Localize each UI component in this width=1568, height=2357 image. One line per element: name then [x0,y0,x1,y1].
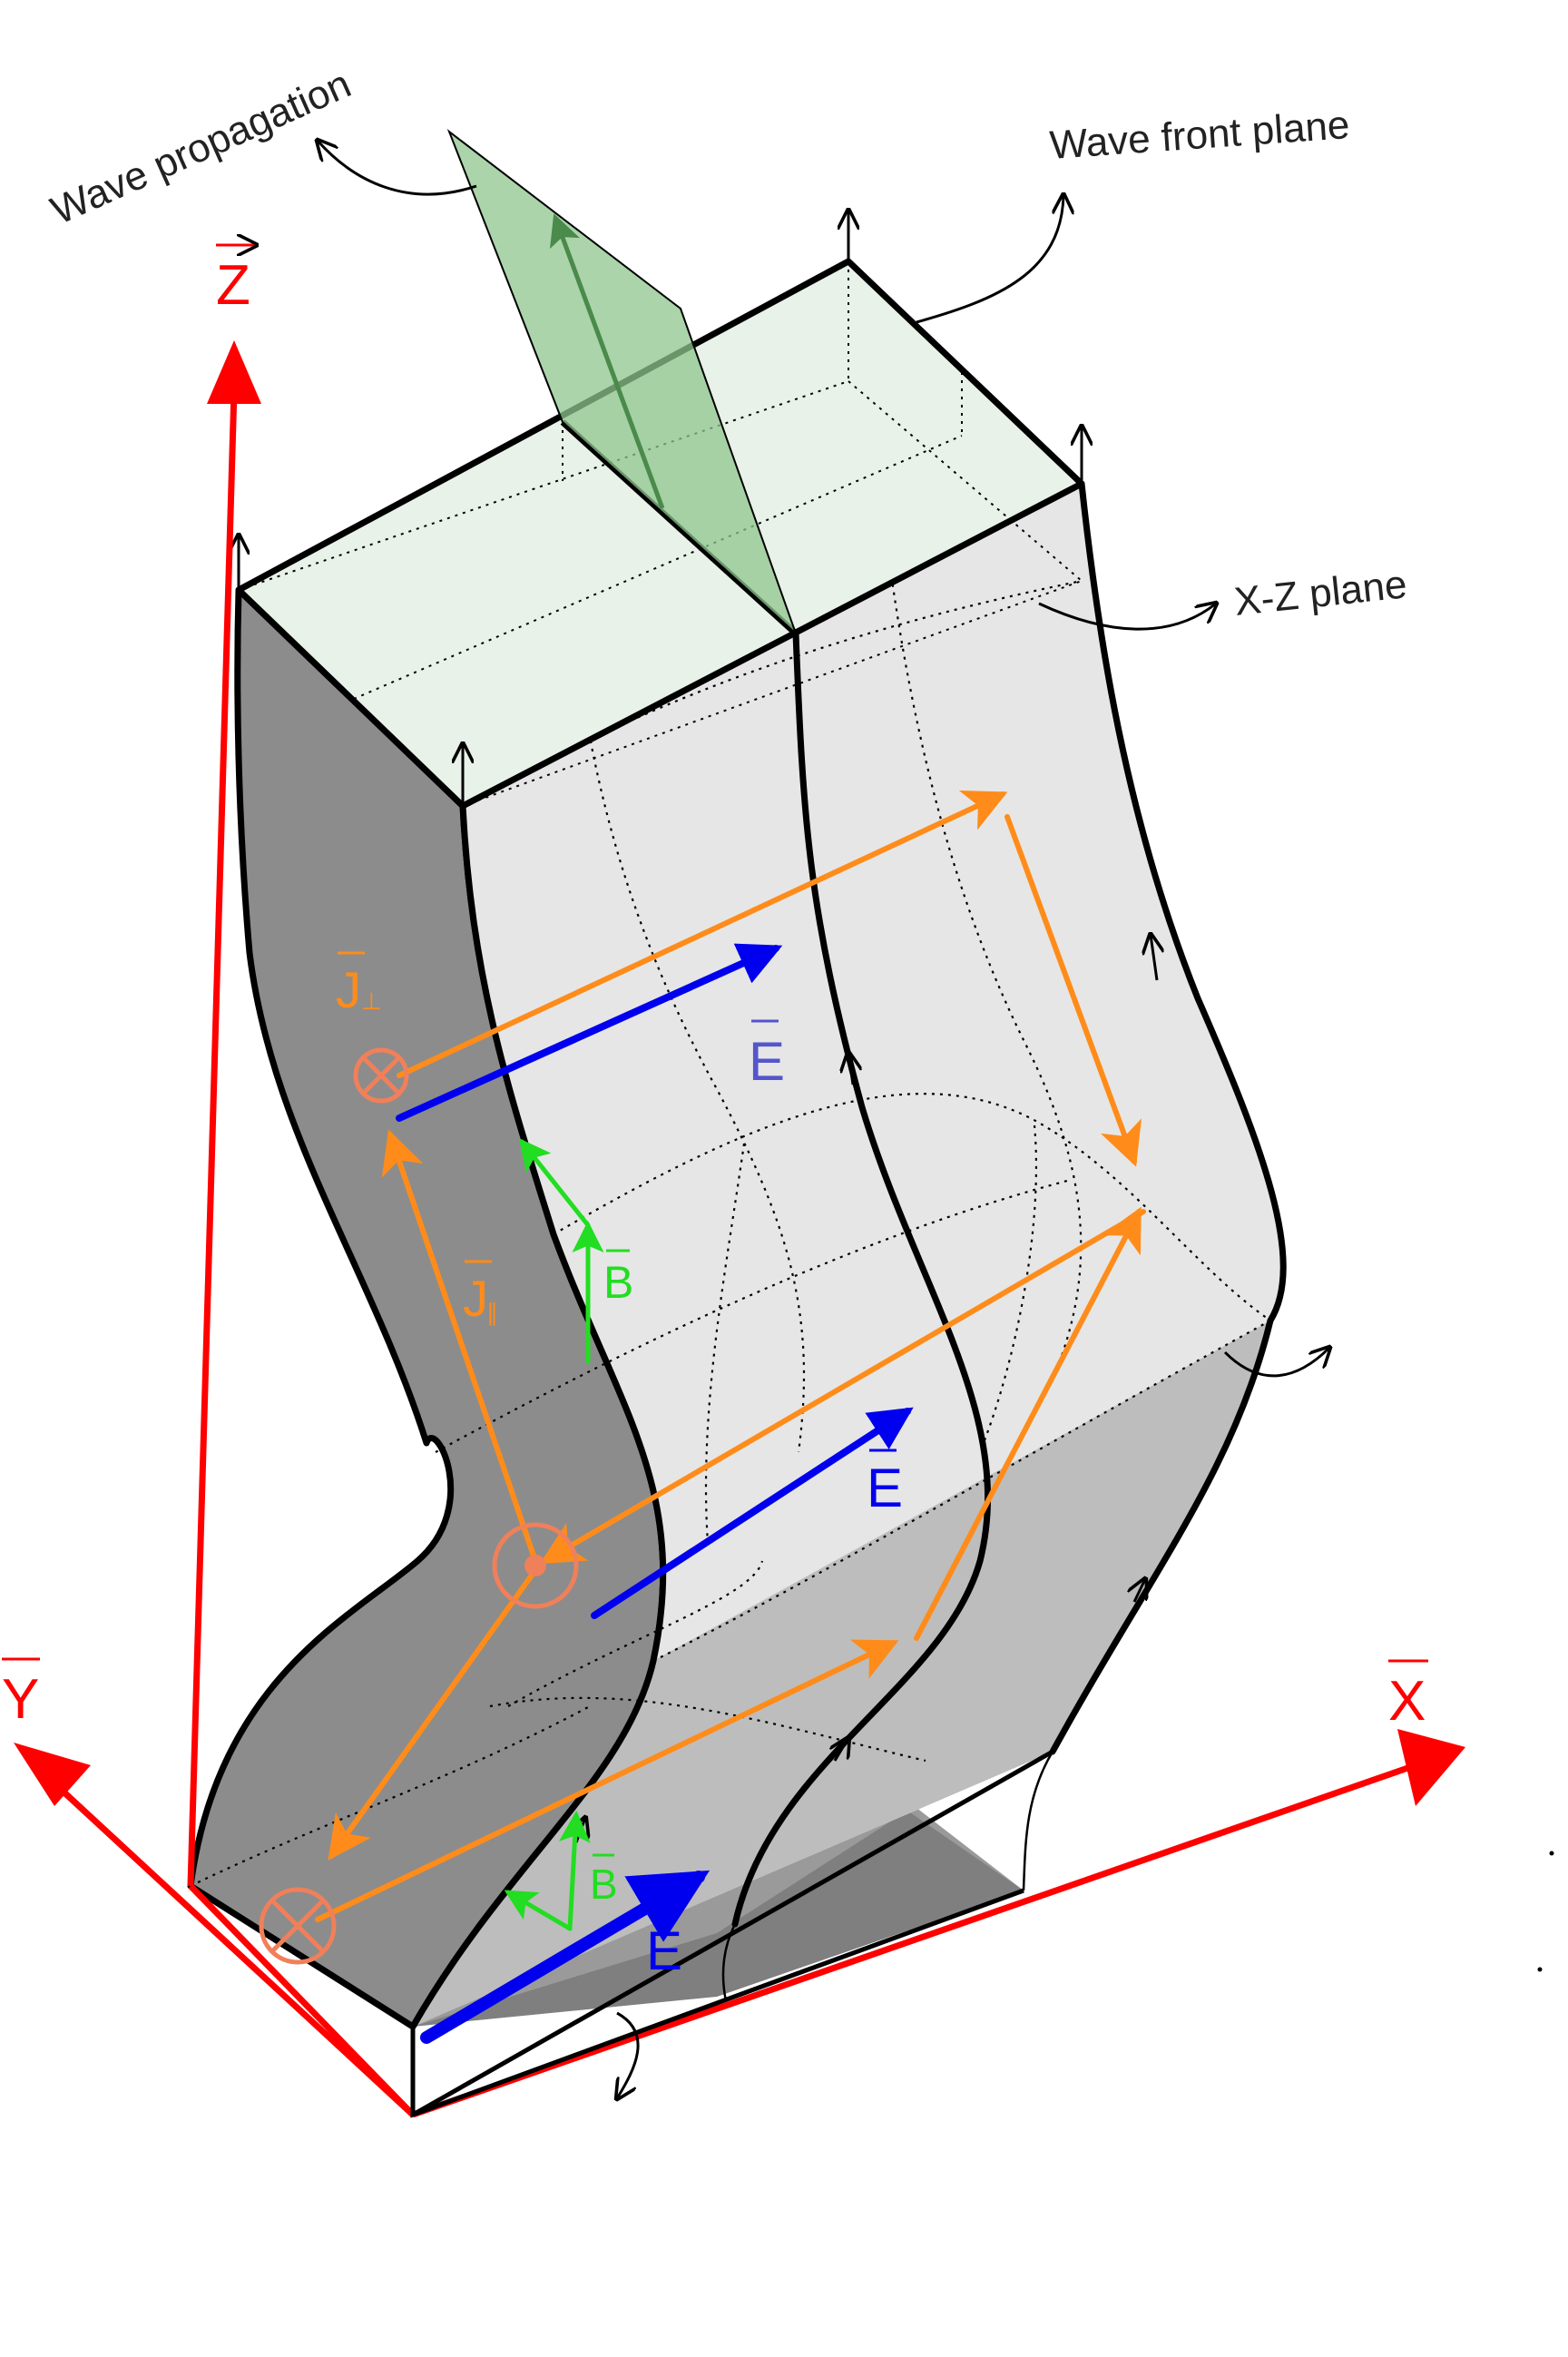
stray-dot-1 [1549,1851,1554,1856]
label-xz-plane: X-Z plane [1232,562,1409,624]
axes [14,340,1465,2118]
current-top [397,790,1008,1078]
e-top-letter: E [749,1031,785,1092]
label-b-upper: B [603,1249,633,1308]
current-in-symbol [259,1887,337,1965]
current-right-up [914,1206,1142,1641]
z-axis-arrowhead [207,340,261,404]
e-field-arrows [396,943,914,2044]
axis-x-letter: X [1388,1670,1426,1733]
up-arrows-top [239,211,1082,806]
b-field-arrows [504,1138,604,1931]
current-out-symbol [353,1047,409,1104]
label-e-top: E [749,1019,785,1092]
label-j-perp: J ⊥ [336,951,382,1018]
e-field-top-arrow [396,943,783,1122]
middle-contour [731,630,991,1928]
stray-dot-2 [1537,1967,1543,1972]
axis-x-label: X [1388,1659,1428,1733]
current-bottom [315,1639,899,1922]
right-face-lower-band [413,1321,1270,2027]
j-perp-subscript: ⊥ [361,987,382,1015]
right-face-outline [1049,480,1287,1755]
current-mid-left [539,1209,1146,1565]
axis-z-letter: Z [216,254,250,317]
floor-shadow-right [413,1811,1024,2027]
label-wave-propagation: Wave propagation [44,62,358,233]
b-lower-letter: B [590,1861,618,1908]
current-down-left [328,1567,538,1861]
current-up-left [381,1129,538,1564]
label-j-par: J ∥ [463,1260,498,1327]
current-dot-symbol [492,1522,579,1609]
e-field-mid-arrow [591,1407,914,1619]
e-field-bottom-arrow [420,1870,710,2044]
label-wave-front-plane: Wave front plane [1048,103,1351,168]
axis-y-label: Y [2,1657,40,1731]
b-upper-letter: B [603,1257,633,1308]
axis-z-label: Z [216,245,256,317]
z-axis-line [187,389,238,1887]
wavefront-plane [446,129,797,634]
label-e-bottom: E [646,1911,682,1981]
current-loops [315,790,1146,1922]
bottom-right-curve [1022,1751,1054,1891]
leader-curves [318,141,1329,2098]
x-axis-line [411,1762,1417,2118]
y-axis-line [52,1781,416,2117]
j-perp-letter: J [336,961,361,1018]
current-right-down [1004,814,1142,1167]
bottom-front-edge [411,1749,1054,2117]
e-bottom-letter: E [646,1920,682,1981]
x-axis-arrowhead [1397,1729,1465,1806]
label-b-lower: B [590,1853,618,1908]
label-e-mid: E [867,1449,903,1518]
base-edge [188,1883,416,2117]
wave-propagation-arrow [549,213,665,509]
j-par-subscript: ∥ [486,1299,498,1326]
e-mid-letter: E [867,1458,903,1518]
y-axis-arrowhead [14,1743,91,1806]
j-par-letter: J [463,1270,488,1327]
axis-y-letter: Y [2,1668,39,1731]
top-face-dotted [238,261,1083,807]
